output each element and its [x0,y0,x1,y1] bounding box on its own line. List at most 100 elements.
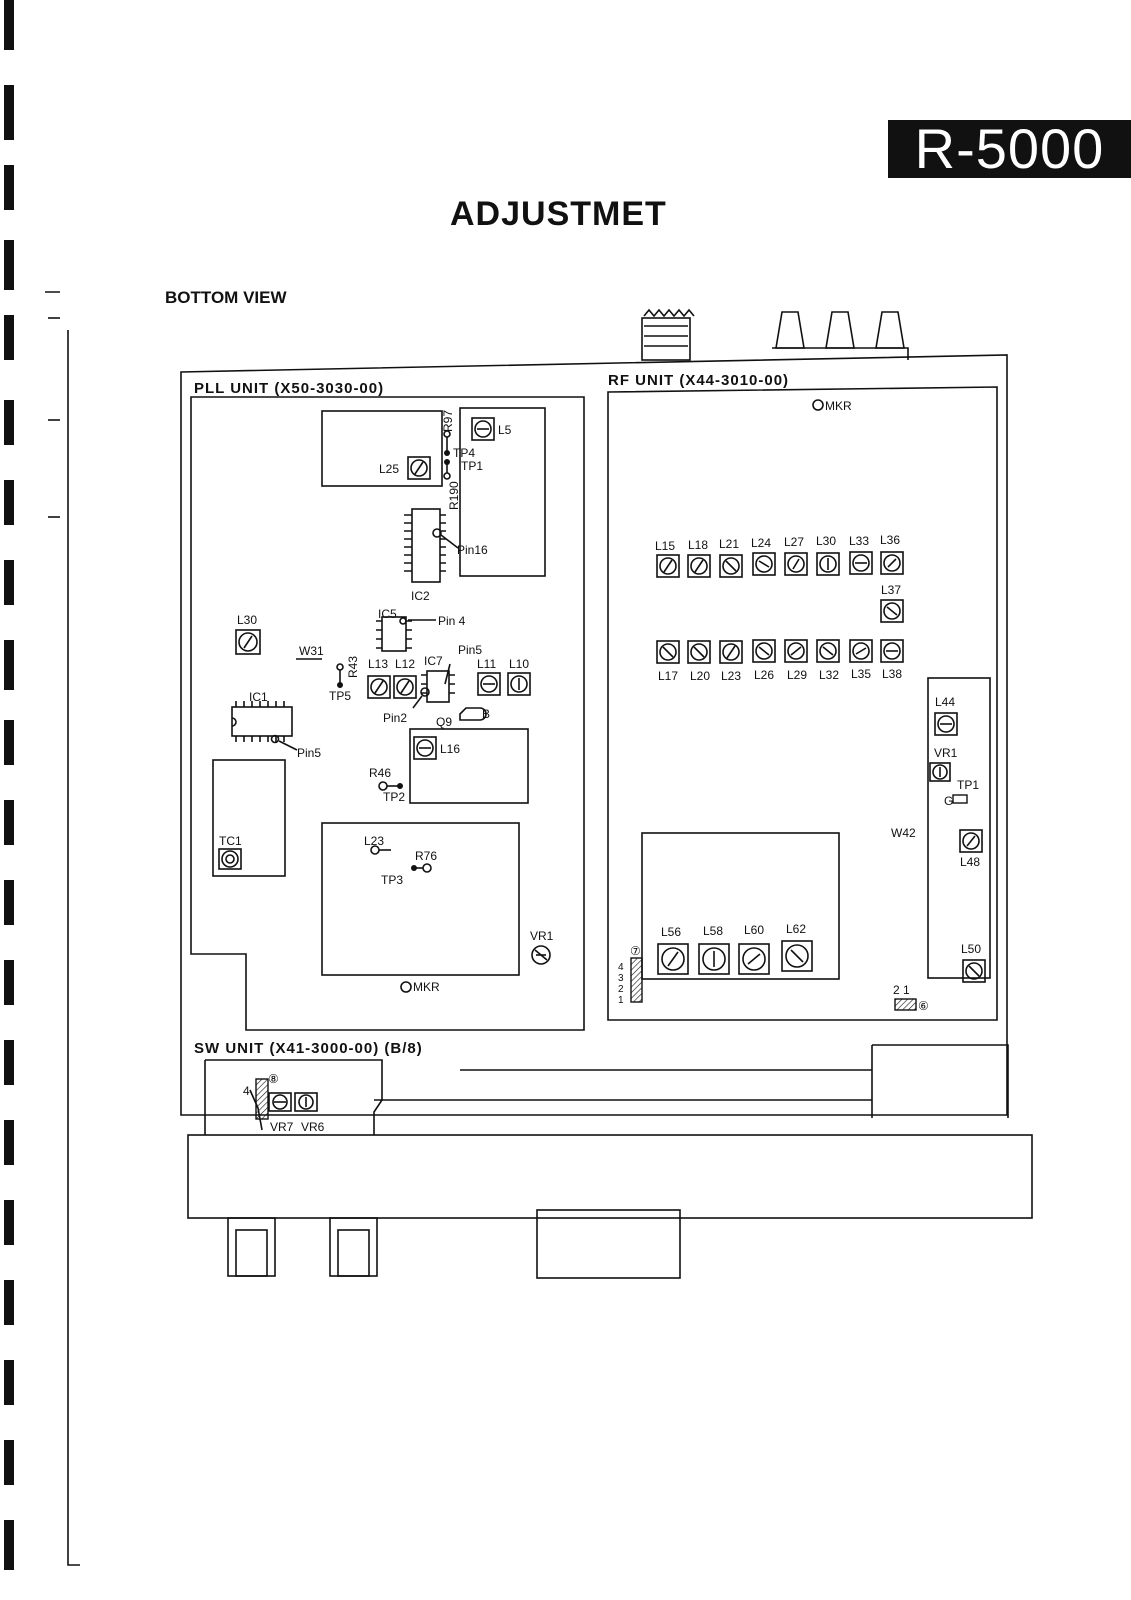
label-l44: L44 [935,695,955,709]
binding-mark [4,1360,14,1405]
label-l20: L20 [690,669,710,683]
label-conn6: ⑥ [918,999,929,1013]
coil-l58 [698,943,730,975]
label-pin2: Pin2 [383,711,407,725]
sw-board [204,1059,383,1135]
label-r97: R97 [441,410,455,432]
label-l12: L12 [395,657,415,671]
rf-unit-label: RF UNIT (X44-3010-00) [608,372,789,389]
label-l23-pll: L23 [364,834,384,848]
knob-3 [875,311,905,349]
label-r76: R76 [415,849,437,863]
label-conn7-4: 4 [618,962,624,973]
label-conn7-3: 3 [618,973,624,984]
connector-6 [894,998,917,1011]
label-l50: L50 [961,942,981,956]
coil-l26 [752,639,776,663]
label-tp2: TP2 [383,790,405,804]
margin-bracket [45,291,80,1566]
binding-mark [4,1040,14,1085]
label-conn7: ⑦ [630,944,641,958]
label-pin5-ic1: Pin5 [297,746,321,760]
binding-mark [4,315,14,360]
label-pin16: Pin16 [457,543,488,557]
antenna-connector [641,317,691,361]
model-logo: R-5000 [888,120,1131,178]
label-l29: L29 [787,668,807,682]
label-tp1: TP1 [461,459,483,473]
label-conn6-pins: 2 1 [893,983,910,997]
trimmer-vr6 [294,1092,318,1112]
binding-mark [4,1120,14,1165]
label-tp5: TP5 [329,689,351,703]
label-l62: L62 [786,922,806,936]
label-conn7-2: 2 [618,984,624,995]
ic2-chip [411,508,441,583]
pll-board [190,396,585,1031]
label-ic7: IC7 [424,654,443,668]
coil-l56 [657,943,689,975]
binding-mark [4,165,14,210]
label-pin4: Pin 4 [438,614,466,628]
label-l38: L38 [882,667,902,681]
coil-l29 [784,639,808,663]
label-l24: L24 [751,536,771,550]
sw-unit-label: SW UNIT (X41-3000-00) (B/8) [194,1040,423,1057]
label-l48: L48 [960,855,980,869]
label-l33: L33 [849,534,869,548]
coil-l16 [413,736,437,760]
label-tc1: TC1 [219,834,242,848]
ic1-chip [231,706,293,737]
coil-l35 [849,639,873,663]
view-label: BOTTOM VIEW [165,288,287,307]
label-l30: L30 [816,534,836,548]
coil-l18 [687,554,711,578]
coil-l36 [880,551,904,575]
label-l30-pll: L30 [237,613,257,627]
label-vr7: VR7 [270,1120,294,1134]
trimmer-tc1 [218,848,242,870]
label-mkr-rf: MKR [825,399,852,413]
coil-l60 [738,943,770,975]
label-l5: L5 [498,423,512,437]
coil-l5 [471,417,495,441]
coil-l23 [719,640,743,664]
trimmer-vr7 [268,1092,292,1112]
binding-mark [4,1200,14,1245]
coil-l12 [393,675,417,699]
binding-mark [4,1440,14,1485]
q9-transistor [459,707,487,721]
coil-l44 [934,712,958,736]
label-vr1-rf: VR1 [934,746,958,760]
label-l21: L21 [719,537,739,551]
connector-7 [630,957,643,1003]
coil-l21 [719,554,743,578]
binding-mark [4,1280,14,1325]
label-l18: L18 [688,538,708,552]
label-l58: L58 [703,924,723,938]
label-l11: L11 [477,657,496,671]
label-w42: W42 [891,826,916,840]
label-q9: Q9 [436,715,452,729]
label-l26: L26 [754,668,774,682]
label-l10: L10 [509,657,529,671]
label-r43: R43 [346,656,360,678]
front-jack-1 [227,1217,276,1277]
label-l60: L60 [744,923,764,937]
coil-l27 [784,552,808,576]
label-w31: W31 [299,644,324,658]
label-ic1: IC1 [249,690,268,704]
label-tp1-rf: TP1 [957,778,979,792]
label-l17: L17 [658,669,678,683]
knob-2 [825,311,855,349]
coil-l30 [816,552,840,576]
coil-l32 [816,639,840,663]
label-l32: L32 [819,668,839,682]
label-vr1-pll: VR1 [530,929,554,943]
page-title: ADJUSTMET [450,195,667,233]
label-l23: L23 [721,669,741,683]
binding-mark [4,560,14,605]
label-pin5-ic7: Pin5 [458,643,482,657]
coil-l37 [880,599,904,623]
label-l37: L37 [881,583,901,597]
